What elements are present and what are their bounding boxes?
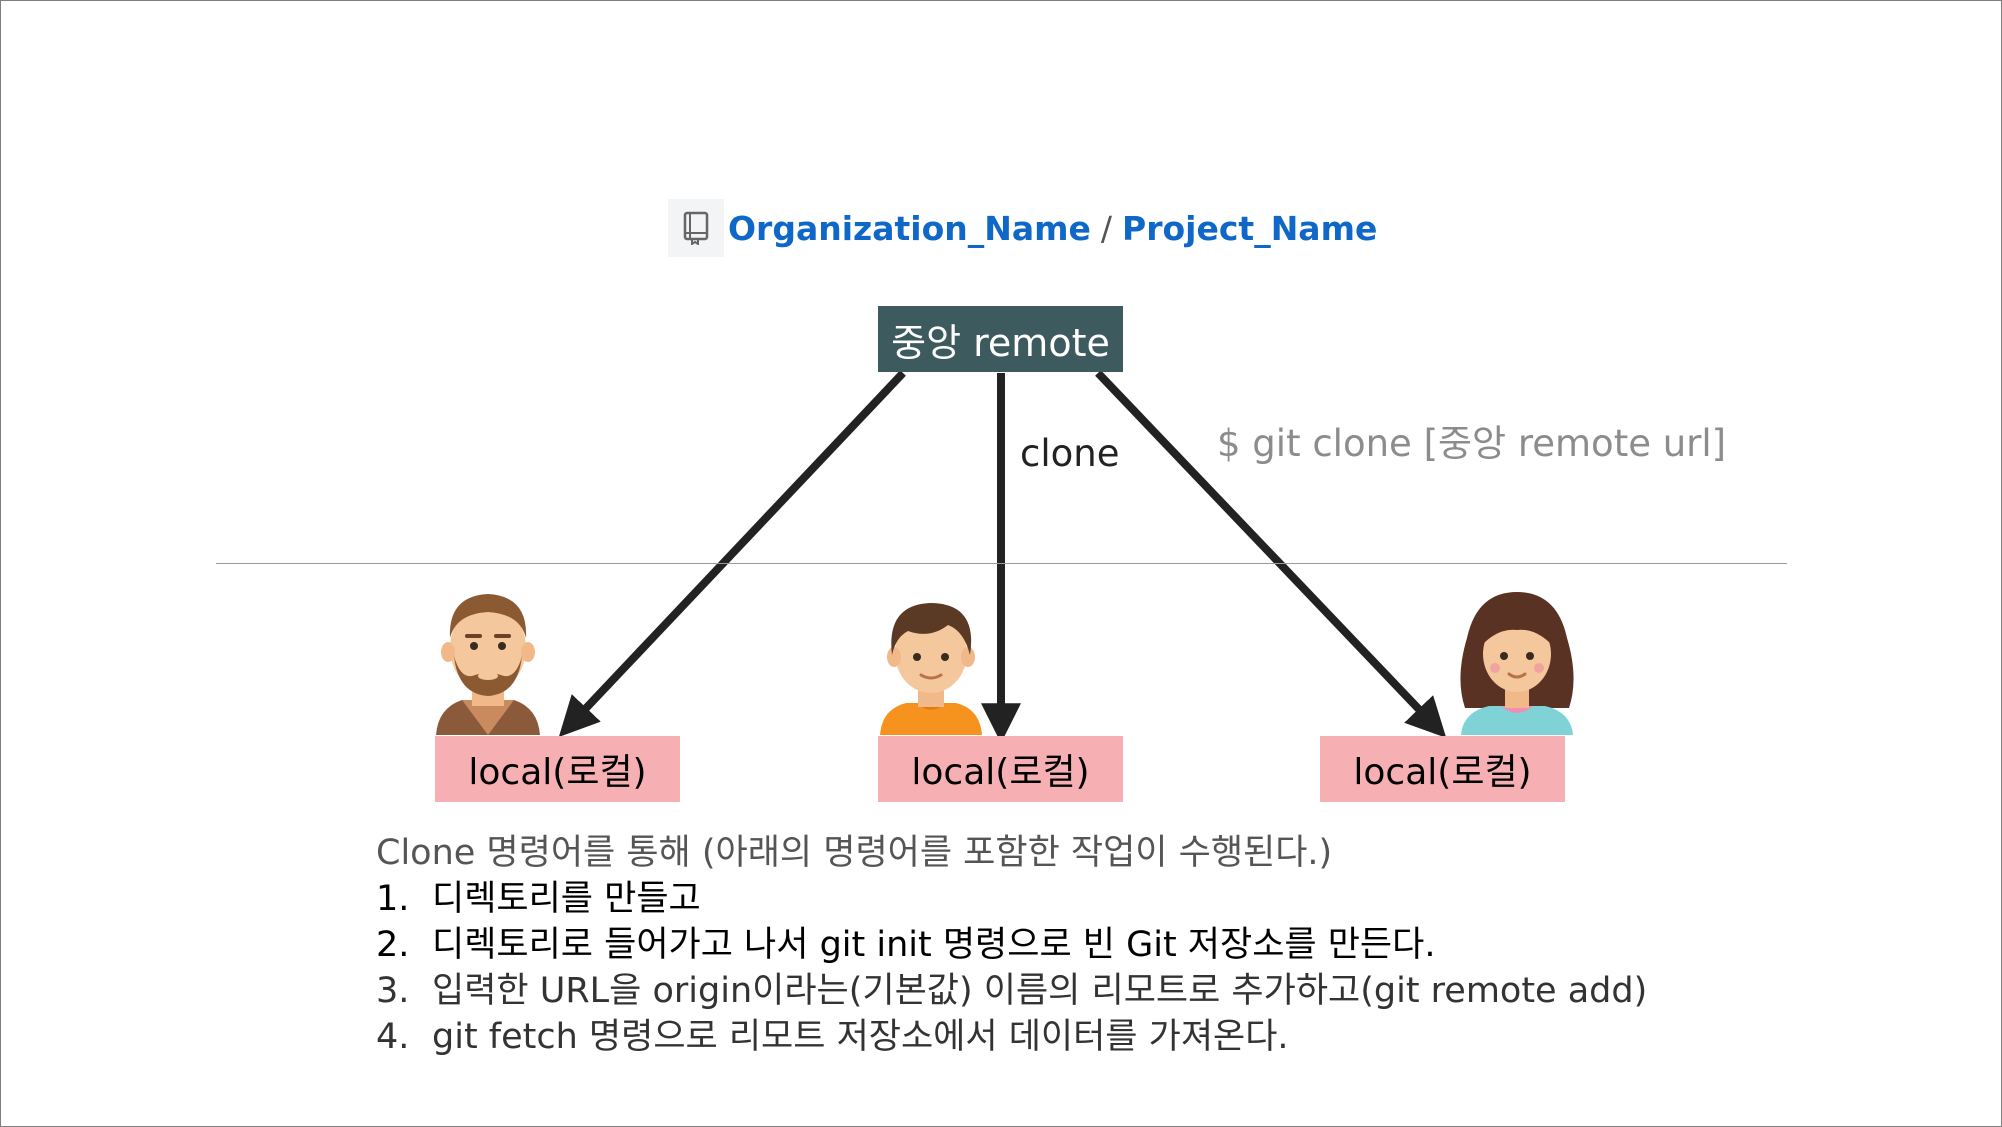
local-box-right: local(로컬) [1320,736,1565,802]
step-text: 디렉토리로 들어가고 나서 git init 명령으로 빈 Git 저장소를 만… [432,925,1436,965]
arrow-to-left-local [558,370,906,737]
step-number: 1. [376,879,410,919]
notes-step-2: 2. 디렉토리로 들어가고 나서 git init 명령으로 빈 Git 저장소… [376,922,1647,968]
girl-avatar-icon [1460,592,1574,735]
local-box-left: local(로컬) [435,736,680,802]
notes-step-1: 1. 디렉토리를 만들고 [376,876,1647,922]
notes-step-3: 3. 입력한 URL을 origin이라는(기본값) 이름의 리모트로 추가하고… [376,968,1647,1014]
step-number: 3. [376,971,410,1011]
clone-label: clone [1020,432,1120,475]
project-link[interactable]: Project_Name [1122,208,1378,248]
step-number: 4. [376,1017,410,1057]
step-text: 입력한 URL을 origin이라는(기본값) 이름의 리모트로 추가하고(gi… [432,971,1648,1011]
central-remote-box: 중앙 remote [878,306,1123,372]
git-clone-command: $ git clone [중앙 remote url] [1217,422,1727,465]
notes-intro: Clone 명령어를 통해 (아래의 명령어를 포함한 작업이 수행된다.) [376,833,1333,873]
step-number: 2. [376,925,410,965]
repo-separator: / [1100,208,1113,248]
bearded-man-avatar-icon [436,594,540,735]
step-text: git fetch 명령으로 리모트 저장소에서 데이터를 가져온다. [432,1017,1289,1057]
notes-step-4: 4. git fetch 명령으로 리모트 저장소에서 데이터를 가져온다. [376,1014,1647,1060]
step-text: 디렉토리를 만들고 [432,879,701,919]
arrow-to-right-local [1095,370,1447,738]
boy-avatar-icon [880,603,982,735]
organization-link[interactable]: Organization_Name [728,208,1091,248]
repo-book-icon [668,199,724,257]
divider-line [216,563,1787,564]
local-box-center: local(로컬) [878,736,1123,802]
clone-notes: Clone 명령어를 통해 (아래의 명령어를 포함한 작업이 수행된다.) 1… [376,830,1647,1060]
repo-header: Organization_Name / Project_Name [668,198,1377,258]
